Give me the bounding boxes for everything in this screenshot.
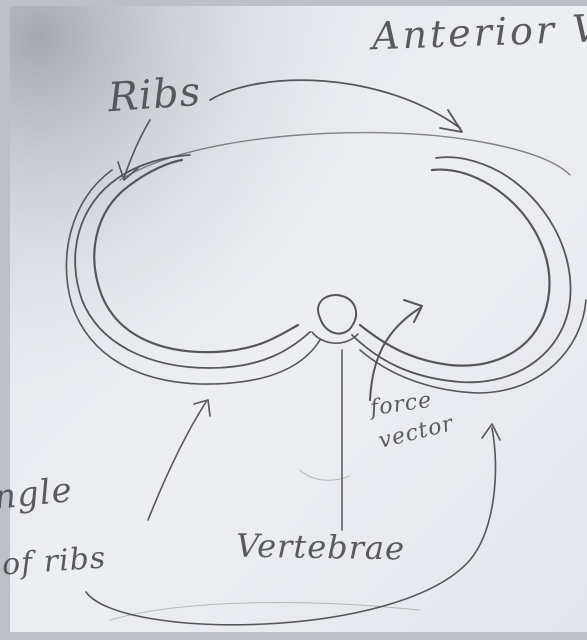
angle-of-ribs-label-line2: of ribs <box>1 540 107 582</box>
angle-of-ribs-label-line1: ngle <box>0 470 75 518</box>
anterior-view-label: Anterior Vi <box>371 6 587 59</box>
vertebrae-label: Vertebrae <box>236 527 406 568</box>
ribs-label: Ribs <box>107 69 203 121</box>
